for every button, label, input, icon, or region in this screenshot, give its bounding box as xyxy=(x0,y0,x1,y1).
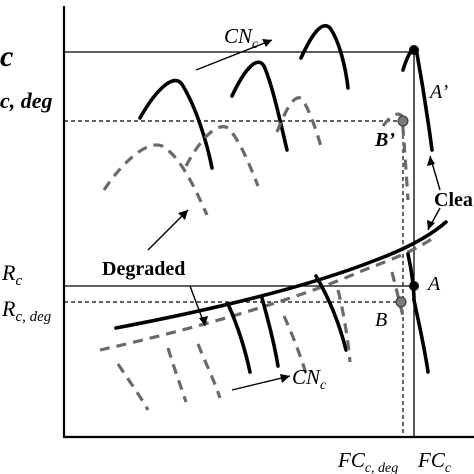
efficiency-degraded-curve-1 xyxy=(102,143,209,216)
operating-points xyxy=(395,45,419,308)
speed-clean-line-4 xyxy=(406,252,430,374)
speed-degraded-line-5 xyxy=(390,271,406,321)
cn-bottom-arrow-shaft xyxy=(231,375,291,391)
efficiency-degraded-curve-4 xyxy=(381,112,410,201)
arrows xyxy=(147,39,441,391)
efficiency-clean-curve-3 xyxy=(299,24,350,90)
efficiency-degraded-curves xyxy=(102,96,410,216)
point-a-marker xyxy=(409,281,419,291)
eta-c-deg-label: c, deg xyxy=(0,88,53,113)
speed-clean-lines xyxy=(226,252,430,374)
efficiency-clean-curve-1 xyxy=(138,78,214,170)
speed-degraded-line-4 xyxy=(336,289,352,363)
r-c-label: Rc xyxy=(1,260,22,289)
efficiency-degraded-curve-2 xyxy=(184,125,260,187)
fc-label: FCc xyxy=(417,448,452,474)
efficiency-clean-curve-4 xyxy=(401,45,434,152)
speed-degraded-lines xyxy=(116,271,406,411)
degraded-arrow-shaft xyxy=(147,209,189,251)
a-prime-label: A’ xyxy=(428,81,448,103)
speed-degraded-line-2 xyxy=(196,343,222,399)
eta-c-label: c xyxy=(0,40,13,73)
axes xyxy=(62,6,474,439)
efficiency-clean-curve-2 xyxy=(230,60,289,152)
speed-clean-line-2 xyxy=(260,296,280,368)
cn-top-arrowhead xyxy=(262,39,272,47)
r-c-deg-label: Rc, deg xyxy=(1,296,52,325)
speed-clean-line-1 xyxy=(226,302,252,374)
clean-arrow-top-head xyxy=(427,156,435,166)
surge-line-degraded xyxy=(99,234,437,352)
clean-arrow-bottom-head xyxy=(427,220,435,230)
cn-bottom-arrowhead xyxy=(280,374,290,383)
efficiency-degraded-curve-3 xyxy=(275,96,324,151)
degraded-arrowhead xyxy=(178,210,188,220)
point-a-label: A xyxy=(426,273,441,295)
speed-degraded-line-1 xyxy=(166,347,188,403)
labels: c c, deg CNc A’ B’ Clea Degraded Rc Rc, … xyxy=(0,24,473,474)
point-b-label: B xyxy=(375,309,387,331)
cn-top-arrow-shaft xyxy=(195,39,273,71)
point-b-marker xyxy=(395,296,407,308)
cn-bottom-label: CNc xyxy=(292,365,327,393)
fc-deg-label: FCc, deg xyxy=(337,448,398,474)
speed-degraded-line-3 xyxy=(282,315,310,381)
b-prime-label: B’ xyxy=(374,129,395,151)
surge-lines xyxy=(99,220,448,352)
surge-line-clean xyxy=(114,220,448,330)
degraded-arrowhead-2 xyxy=(199,316,208,326)
point-b-prime-marker xyxy=(397,115,409,127)
speed-degraded-line-6 xyxy=(116,363,150,411)
degraded-label: Degraded xyxy=(102,258,185,280)
clean-label: Clea xyxy=(434,189,473,211)
cn-top-label: CNc xyxy=(224,24,259,52)
speed-clean-line-3 xyxy=(314,274,348,352)
reference-lines xyxy=(64,51,415,437)
point-a-prime-marker xyxy=(409,45,419,55)
